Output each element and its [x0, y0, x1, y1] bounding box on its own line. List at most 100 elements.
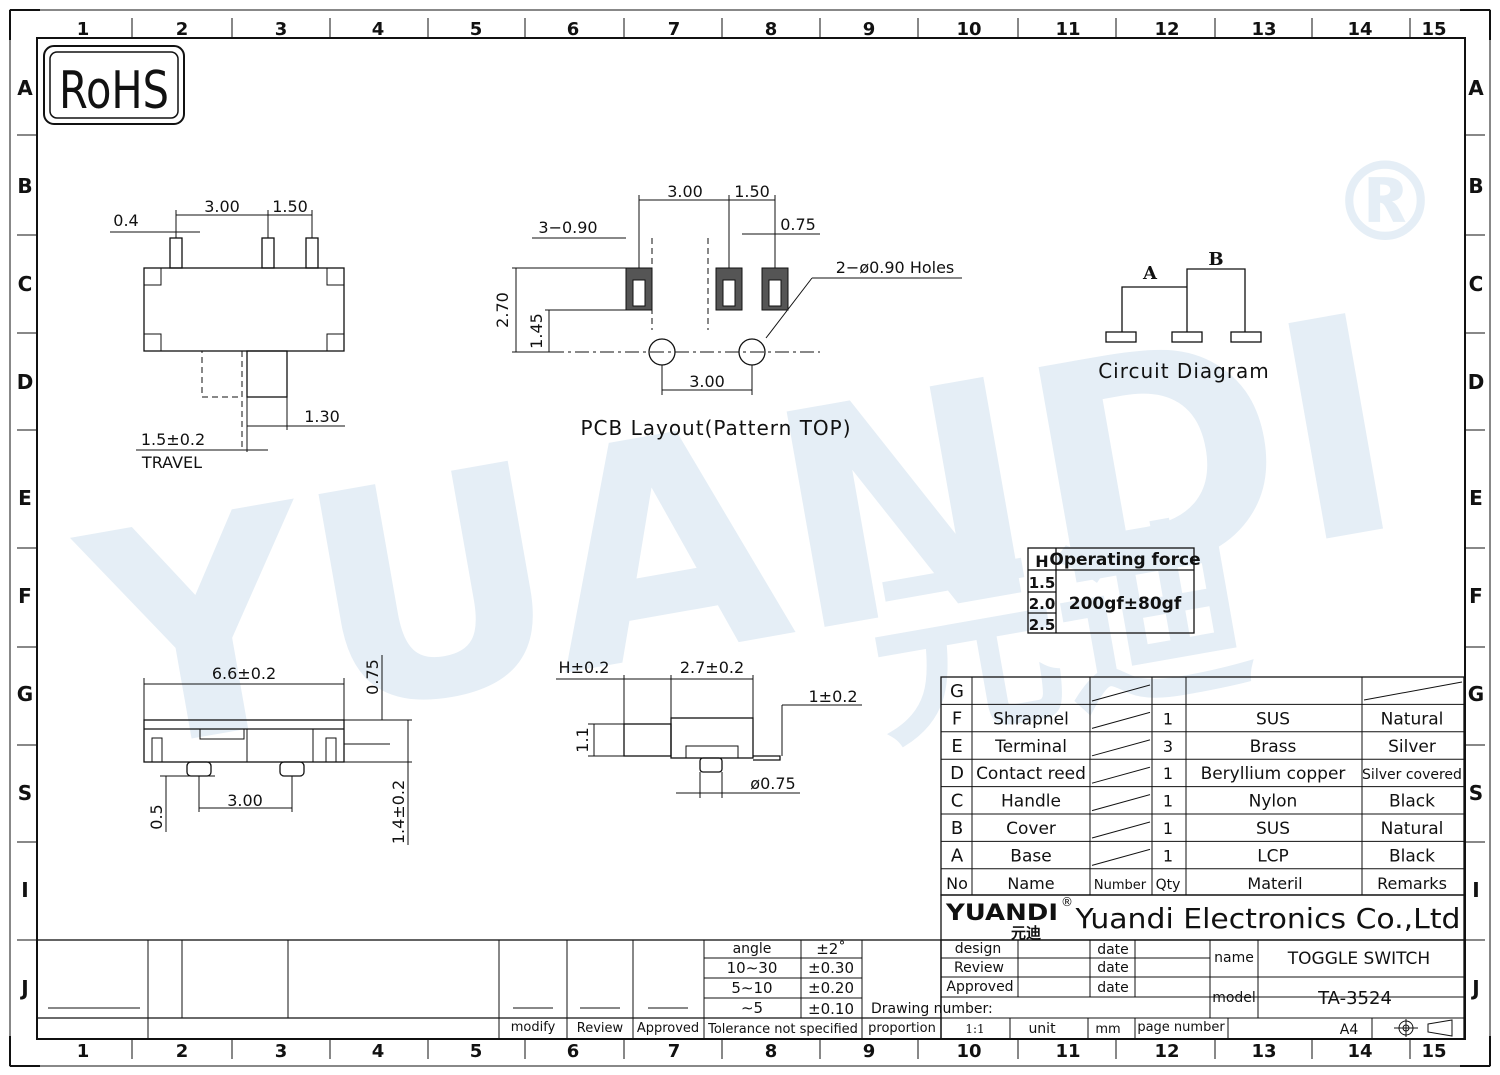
- tb-design: design: [955, 941, 1001, 957]
- frame-col-label-top: 1: [77, 19, 90, 40]
- frame-col-label-top: 6: [567, 19, 580, 40]
- frame-row-label-left: J: [19, 976, 28, 1000]
- bom-cell-no: D: [950, 763, 964, 784]
- frame-col-label-top: 9: [863, 19, 876, 40]
- frame-row-label-right: E: [1469, 486, 1483, 510]
- company-name: Yuandi Electronics Co.,Ltd: [1074, 902, 1460, 935]
- bom-cell-no: E: [951, 736, 962, 757]
- company-brand-cn: 元迪: [1011, 924, 1041, 942]
- circuit-label-b: B: [1208, 249, 1223, 270]
- force-value: 200gf±80gf: [1069, 594, 1182, 614]
- frame-col-label-top: 5: [470, 19, 483, 40]
- tb-scale: 1:1: [965, 1022, 984, 1036]
- frame-col-label-bottom: 15: [1421, 1041, 1446, 1062]
- frame-col-label-bottom: 1: [77, 1041, 90, 1062]
- bom-cell-name: Shrapnel: [993, 709, 1069, 729]
- bom-cell-name: Terminal: [994, 737, 1067, 757]
- dim-front-0-75: 0.75: [363, 659, 382, 695]
- frame-row-label-left: I: [21, 878, 28, 902]
- travel-label: TRAVEL: [141, 453, 202, 472]
- bom-cell-qty: 1: [1163, 792, 1173, 811]
- tb-drawing-number: Drawing number:: [871, 1001, 993, 1017]
- bom-header-material: Materil: [1247, 874, 1302, 893]
- dim-side-h: H±0.2: [559, 658, 610, 677]
- bom-cell-qty: 1: [1163, 846, 1173, 865]
- dim-top-0-4: 0.4: [113, 211, 138, 230]
- tol-modify: modify: [511, 1020, 556, 1035]
- tb-page-number: page number: [1137, 1020, 1225, 1035]
- tb-name-label: name: [1214, 950, 1254, 966]
- tol-range-3: ∼5: [741, 999, 763, 1017]
- projection-symbol-icon: [1394, 1019, 1453, 1037]
- bom-cell-qty: 3: [1163, 737, 1173, 756]
- frame-col-label-top: 10: [956, 19, 981, 40]
- frame-col-label-top: 4: [372, 19, 385, 40]
- frame-col-label-top: 12: [1154, 19, 1179, 40]
- tb-unit-value: mm: [1095, 1022, 1120, 1037]
- frame-row-label-left: D: [17, 370, 34, 394]
- frame-row-label-right: G: [1468, 682, 1484, 706]
- tb-date-1: date: [1097, 942, 1129, 958]
- tb-model-value: TA-3524: [1317, 988, 1392, 1009]
- frame-col-label-bottom: 9: [863, 1041, 876, 1062]
- frame-col-label-top: 2: [176, 19, 189, 40]
- force-table: H Operating force 1.5 2.0 2.5 200gf±80gf: [1027, 547, 1201, 634]
- dim-pcb-3-0-90: 3−0.90: [538, 218, 597, 237]
- frame-row-label-right: I: [1472, 878, 1479, 902]
- dim-front-3-00: 3.00: [227, 791, 263, 810]
- dim-side-1-1: 1.1: [573, 727, 592, 752]
- frame-col-label-top: 11: [1055, 19, 1080, 40]
- frame-row-label-left: C: [18, 272, 33, 296]
- tol-range-1-value: ±0.30: [808, 959, 854, 977]
- tol-angle-value: ±2˚: [816, 940, 846, 958]
- tb-date-2: date: [1097, 960, 1129, 976]
- tol-note: Tolerance not specified: [707, 1022, 858, 1037]
- frame-row-label-right: B: [1468, 174, 1483, 198]
- bom-header-no: No: [946, 874, 968, 893]
- bom-cell-no: A: [951, 845, 964, 866]
- frame-col-label-bottom: 4: [372, 1041, 385, 1062]
- company-reg-icon: ®: [1061, 895, 1073, 909]
- bom-cell-name: Base: [1010, 846, 1051, 866]
- tol-range-2: 5∼10: [731, 979, 772, 997]
- force-height-2: 2.5: [1029, 616, 1056, 634]
- bom-cell-material: Brass: [1250, 737, 1297, 757]
- bom-cell-remarks: Silver: [1388, 737, 1436, 757]
- bom-row: G: [950, 681, 964, 702]
- frame-col-label-top: 13: [1251, 19, 1276, 40]
- tol-range-1: 10∼30: [727, 959, 778, 977]
- dim-front-6-6: 6.6±0.2: [212, 664, 276, 683]
- dim-pcb-2-70: 2.70: [493, 292, 512, 328]
- dim-pcb-3-00: 3.00: [667, 182, 703, 201]
- bom-cell-name: Cover: [1006, 819, 1056, 839]
- tol-range-2-value: ±0.20: [808, 979, 854, 997]
- circuit-diagram: A B Circuit Diagram: [1098, 249, 1269, 383]
- frame-col-label-top: 8: [765, 19, 778, 40]
- frame-col-label-bottom: 2: [176, 1041, 189, 1062]
- tb-proportion: proportion: [868, 1021, 936, 1036]
- tb-model-label: model: [1212, 990, 1256, 1006]
- dim-front-1-4: 1.4±0.2: [389, 780, 408, 844]
- force-height-0: 1.5: [1029, 574, 1056, 592]
- bom-header-qty: Qty: [1156, 877, 1181, 893]
- frame-col-label-top: 15: [1421, 19, 1446, 40]
- tb-date-3: date: [1097, 980, 1129, 996]
- bom-cell-material: SUS: [1256, 709, 1290, 729]
- frame-row-label-left: S: [18, 781, 32, 805]
- rohs-text: RoHS: [59, 61, 169, 121]
- frame-col-label-bottom: 6: [567, 1041, 580, 1062]
- frame-row-label-right: J: [1470, 976, 1479, 1000]
- bom-header-name: Name: [1007, 874, 1054, 893]
- bom-cell-material: Beryllium copper: [1201, 764, 1346, 784]
- bom-cell-name: Handle: [1001, 792, 1061, 812]
- frame-col-label-bottom: 8: [765, 1041, 778, 1062]
- rohs-logo: RoHS: [43, 45, 185, 125]
- pcb-caption: PCB Layout(Pattern TOP): [580, 416, 851, 440]
- bom-cell-qty: 1: [1163, 819, 1173, 838]
- frame-row-label-left: E: [18, 486, 32, 510]
- tb-paper: A4: [1340, 1022, 1359, 1038]
- bom-cell-no: B: [951, 818, 963, 839]
